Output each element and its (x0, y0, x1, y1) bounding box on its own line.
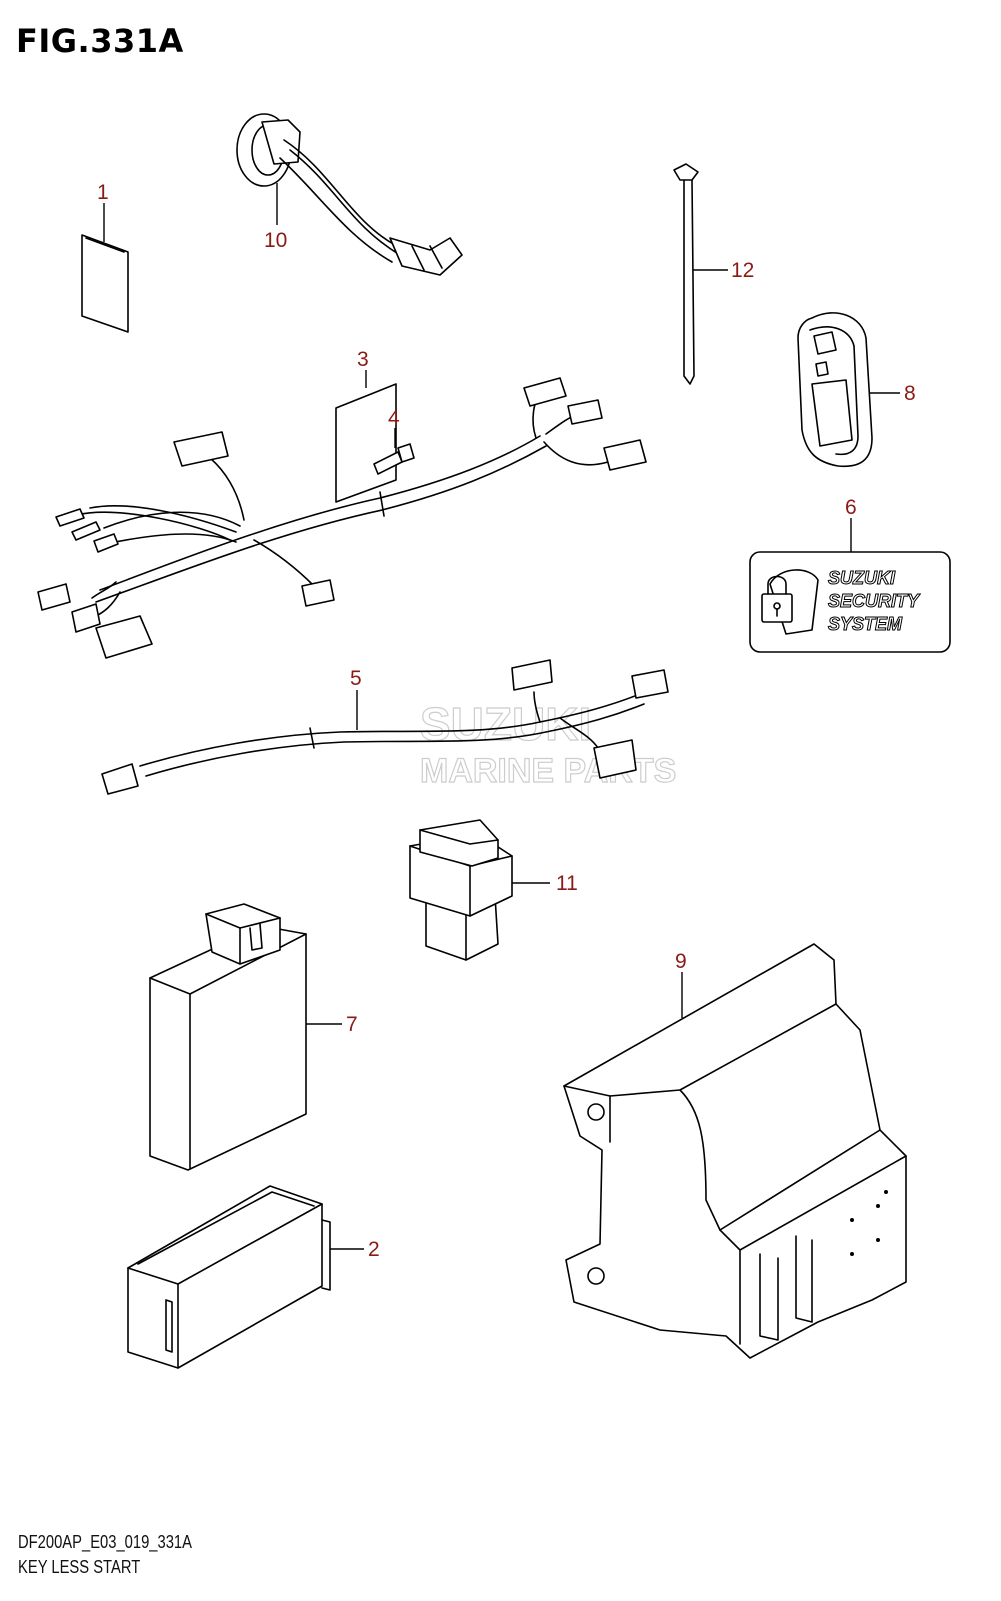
callout-5[interactable]: 5 (350, 667, 362, 690)
watermark-line1: SUZUKI (420, 698, 591, 750)
part-6-security-label[interactable]: SUZUKI SECURITY SYSTEM 6 (749, 496, 951, 653)
callout-10[interactable]: 10 (264, 229, 287, 252)
callout-2[interactable]: 2 (368, 1238, 380, 1261)
part-4-screw[interactable]: 4 (373, 407, 415, 475)
callout-12[interactable]: 12 (731, 259, 754, 282)
figure-code: DF200AP_E03_019_331A (18, 1532, 192, 1552)
part-12-cable-tie[interactable]: 12 (673, 163, 754, 385)
callout-4[interactable]: 4 (388, 407, 400, 430)
figure-name: KEY LESS START (18, 1557, 141, 1577)
callout-7[interactable]: 7 (346, 1013, 358, 1036)
part-8-key-fob[interactable]: 8 (797, 312, 916, 468)
security-label-line2: SECURITY (828, 591, 921, 611)
figure-title: FIG.331A (16, 22, 184, 60)
watermark: SUZUKI MARINE PARTS (419, 697, 676, 790)
callout-9[interactable]: 9 (675, 950, 687, 973)
part-5-extension-harness[interactable]: 5 (101, 659, 669, 795)
callout-6[interactable]: 6 (845, 496, 857, 519)
callout-1[interactable]: 1 (97, 181, 109, 204)
callout-8[interactable]: 8 (904, 382, 916, 405)
part-7-control-module[interactable]: 7 (149, 903, 358, 1171)
security-label-line3: SYSTEM (828, 614, 903, 634)
part-11-relay[interactable]: 11 (409, 819, 578, 961)
watermark-line2: MARINE PARTS (420, 752, 676, 790)
part-3-main-harness[interactable]: 3 (37, 348, 647, 659)
part-1-label-sheet[interactable]: 1 (81, 181, 129, 333)
callout-11[interactable]: 11 (556, 872, 578, 895)
security-label-line1: SUZUKI (828, 568, 896, 588)
part-9-cover-bracket[interactable]: 9 (563, 943, 907, 1359)
part-10-switch-harness[interactable]: 10 (236, 113, 463, 276)
part-2-case[interactable]: 2 (127, 1185, 380, 1369)
callout-3[interactable]: 3 (357, 348, 369, 371)
